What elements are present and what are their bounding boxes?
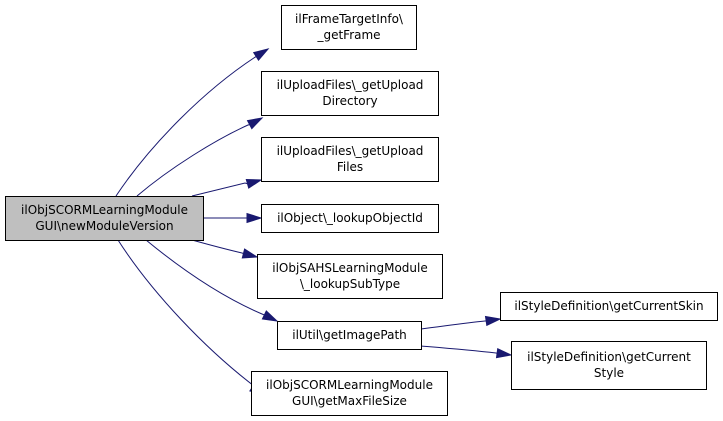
- node-maxfilesize[interactable]: ilObjSCORMLearningModuleGUI\getMaxFileSi…: [251, 371, 448, 416]
- edge-root-uploadfiles: [191, 178, 263, 197]
- node-box: [251, 371, 448, 416]
- node-box: [277, 321, 422, 350]
- arrowhead: [252, 48, 270, 62]
- edge-line: [145, 239, 265, 316]
- node-root[interactable]: ilObjSCORMLearningModuleGUI\newModuleVer…: [5, 196, 204, 241]
- node-label: GUI\getMaxFileSize: [292, 394, 407, 408]
- edge-line: [191, 182, 248, 197]
- edge-imagepath-currentstyle: [420, 345, 513, 359]
- edge-line: [117, 239, 263, 393]
- edge-imagepath-currentskin: [420, 315, 502, 330]
- arrowhead: [245, 178, 263, 189]
- node-label: ilFrameTargetInfo\: [295, 12, 404, 26]
- edge-root-lookupobj: [203, 212, 263, 224]
- node-label: GUI\newModuleVersion: [35, 219, 173, 233]
- node-box: [257, 254, 443, 299]
- node-label: ilUploadFiles\_getUpload: [277, 78, 424, 92]
- arrowhead: [241, 248, 259, 259]
- node-box: [5, 196, 204, 241]
- node-label: Style: [594, 366, 624, 380]
- node-box: [261, 71, 439, 116]
- node-box: [261, 204, 439, 233]
- arrowhead: [261, 310, 279, 322]
- edge-root-maxfilesize: [117, 239, 266, 396]
- node-label: ilStyleDefinition\getCurrentSkin: [514, 299, 703, 313]
- edge-root-imagepath: [145, 239, 279, 322]
- node-label: ilObjSCORMLearningModule: [266, 378, 433, 392]
- node-label: \_lookupSubType: [300, 277, 400, 291]
- edge-line: [136, 124, 250, 197]
- node-label: ilUtil\getImagePath: [292, 328, 407, 342]
- node-label: _getFrame: [316, 28, 380, 42]
- edge-line: [420, 345, 498, 354]
- node-box: [281, 5, 417, 50]
- node-label: Files: [337, 160, 363, 174]
- node-box: [500, 292, 718, 321]
- arrowhead: [246, 212, 263, 224]
- arrowhead: [484, 315, 502, 327]
- node-label: Directory: [322, 94, 377, 108]
- node-label: ilUploadFiles\_getUpload: [277, 144, 424, 158]
- arrowhead: [246, 117, 264, 130]
- edge-line: [115, 48, 269, 197]
- node-imagepath[interactable]: ilUtil\getImagePath: [277, 321, 422, 350]
- node-box: [261, 137, 439, 182]
- edge-line: [420, 320, 487, 330]
- node-box: [511, 341, 707, 390]
- node-currentskin[interactable]: ilStyleDefinition\getCurrentSkin: [500, 292, 718, 321]
- node-label: ilStyleDefinition\getCurrent: [527, 350, 691, 364]
- node-label: ilObject\_lookupObjectId: [277, 211, 423, 225]
- edge-root-frametarget: [115, 48, 270, 197]
- node-subtype[interactable]: ilObjSAHSLearningModule \_lookupSubType: [257, 254, 443, 299]
- node-label: ilObjSAHSLearningModule: [272, 261, 427, 275]
- node-frametarget[interactable]: ilFrameTargetInfo\ _getFrame: [281, 5, 417, 50]
- node-lookupobj[interactable]: ilObject\_lookupObjectId: [261, 204, 439, 233]
- edge-root-subtype: [191, 239, 259, 259]
- arrowhead: [495, 347, 513, 359]
- edge-line: [191, 239, 244, 254]
- node-label: ilObjSCORMLearningModule: [21, 203, 188, 217]
- edge-root-uploaddir: [136, 117, 264, 197]
